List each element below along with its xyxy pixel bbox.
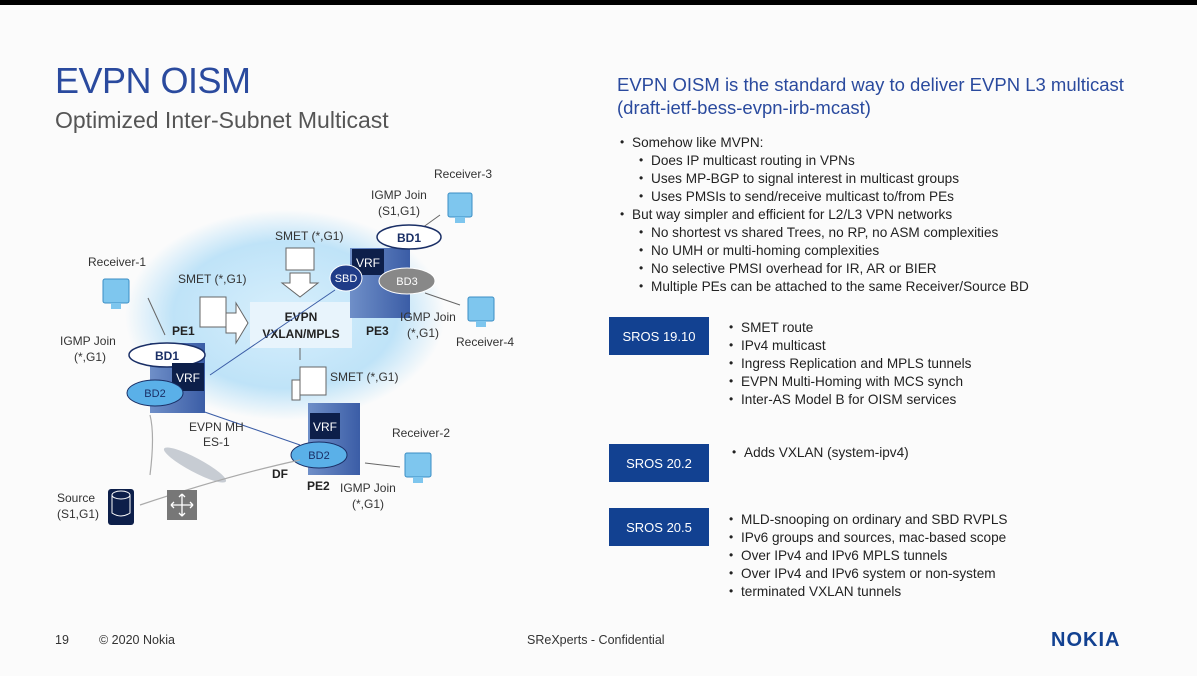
pe3-bd3	[378, 267, 436, 295]
evpn-core-box	[250, 302, 352, 348]
nokia-logo: NOKIA	[1051, 629, 1121, 651]
bullet-item: Uses MP-BGP to signal interest in multic…	[639, 171, 959, 186]
svg-text:BD1: BD1	[397, 231, 421, 245]
evpn-mh-label: EVPN MH	[189, 420, 244, 434]
receiver-3-icon	[447, 192, 473, 218]
receiver-4-icon	[467, 296, 495, 322]
release-item: IPv6 groups and sources, mac-based scope	[729, 530, 1006, 545]
igmp-group-r4: (*,G1)	[407, 326, 439, 340]
svg-text:BD3: BD3	[396, 276, 417, 288]
pe1-bd1	[128, 342, 206, 368]
release-item: SMET route	[729, 320, 813, 335]
bullet-item: Multiple PEs can be attached to the same…	[639, 279, 1029, 294]
right-title-line-1: EVPN OISM is the standard way to deliver…	[617, 74, 1124, 95]
release-item: MLD-snooping on ordinary and SBD RVPLS	[729, 512, 1007, 527]
release-item-continuation: terminated VXLAN tunnels	[729, 584, 901, 599]
df-label: DF	[272, 467, 288, 481]
igmp-join-r4: IGMP Join	[400, 310, 456, 324]
bullet-item: But way simpler and efficient for L2/L3 …	[620, 207, 952, 222]
slide: EVPN OISM Optimized Inter-Subnet Multica…	[0, 5, 1197, 676]
igmp-group-r2: (*,G1)	[352, 497, 384, 511]
release-item: IPv4 multicast	[729, 338, 826, 353]
svg-text:SBD: SBD	[335, 273, 358, 285]
slide-title: EVPN OISM	[55, 60, 251, 101]
receiver-1-icon	[102, 278, 130, 304]
source-group: (S1,G1)	[57, 507, 99, 521]
evpn-core-label-2: VXLAN/MPLS	[262, 327, 339, 341]
smet-pe2-doc	[299, 366, 327, 396]
release-badge-sros-20-5: SROS 20.5	[609, 508, 709, 546]
svg-text:VRF: VRF	[356, 256, 380, 270]
slide-subtitle: Optimized Inter-Subnet Multicast	[55, 107, 389, 133]
release-item: EVPN Multi-Homing with MCS synch	[729, 374, 963, 389]
smet-pe1-doc	[199, 296, 227, 328]
svg-text:BD2: BD2	[144, 388, 165, 400]
smet-pe2-label: SMET (*,G1)	[330, 370, 398, 384]
pe1-bd2	[126, 379, 184, 407]
igmp-join-r3: IGMP Join	[371, 188, 427, 202]
link-pe1-pe3	[209, 289, 336, 376]
release-badge-sros-20-2: SROS 20.2	[609, 444, 709, 482]
igmp-group-r3: (S1,G1)	[378, 204, 420, 218]
confidential-label: SReXperts - Confidential	[527, 633, 665, 647]
bullet-item: Somehow like MVPN:	[620, 135, 763, 150]
release-badge-sros-19-10: SROS 19.10	[609, 317, 709, 355]
bullet-item: No selective PMSI overhead for IR, AR or…	[639, 261, 937, 276]
page-number: 19	[55, 633, 69, 647]
smet-pe3-label: SMET (*,G1)	[275, 229, 343, 243]
release-item: Ingress Replication and MPLS tunnels	[729, 356, 972, 371]
bullet-item: Does IP multicast routing in VPNs	[639, 153, 855, 168]
pe3-sbd	[329, 264, 363, 292]
es-label: ES-1	[203, 435, 230, 449]
svg-text:BD1: BD1	[155, 349, 179, 363]
receiver-1-label: Receiver-1	[88, 255, 146, 269]
receiver-3-label: Receiver-3	[434, 167, 492, 181]
right-title: EVPN OISM is the standard way to deliver…	[617, 73, 1124, 119]
igmp-join-r1: IGMP Join	[60, 334, 116, 348]
es-link	[163, 447, 227, 483]
source-label: Source	[57, 491, 95, 505]
release-item: Over IPv4 and IPv6 MPLS tunnels	[729, 548, 947, 563]
pe3-bd1	[376, 224, 442, 250]
bullet-item: No UMH or multi-homing complexities	[639, 243, 879, 258]
svg-text:BD2: BD2	[308, 450, 329, 462]
bullet-item: No shortest vs shared Trees, no RP, no A…	[639, 225, 998, 240]
release-item: Adds VXLAN (system-ipv4)	[732, 445, 909, 460]
pe3-label: PE3	[366, 324, 389, 338]
svg-text:VRF: VRF	[313, 420, 337, 434]
right-title-line-2: (draft-ietf-bess-evpn-irb-mcast)	[617, 97, 871, 118]
evpn-core-label-1: EVPN	[285, 310, 318, 324]
smet-pe3-doc	[285, 247, 315, 271]
oism-diagram: EVPN VXLAN/MPLS Receiver-3 IGMP Join (S1…	[57, 167, 514, 525]
pe2-label: PE2	[307, 479, 330, 493]
release-item: Inter-AS Model B for OISM services	[729, 392, 956, 407]
igmp-group-r1: (*,G1)	[74, 350, 106, 364]
receiver-2-label: Receiver-2	[392, 426, 450, 440]
svg-text:VRF: VRF	[176, 371, 200, 385]
receiver-2-icon	[404, 452, 432, 478]
pe2-bd2	[290, 441, 348, 469]
receiver-4-label: Receiver-4	[456, 335, 514, 349]
smet-pe1-label: SMET (*,G1)	[178, 272, 246, 286]
igmp-join-r2: IGMP Join	[340, 481, 396, 495]
pe2-vrf	[310, 413, 340, 439]
bullet-item: Uses PMSIs to send/receive multicast to/…	[639, 189, 954, 204]
copyright: © 2020 Nokia	[99, 633, 175, 647]
pe1-label: PE1	[172, 324, 195, 338]
release-item: Over IPv4 and IPv6 system or non-system	[729, 566, 996, 581]
